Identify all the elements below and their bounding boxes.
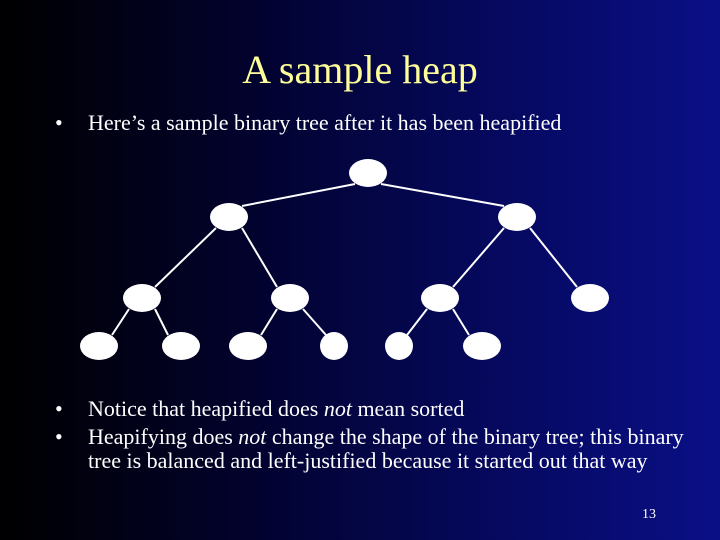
- page-number: 13: [642, 507, 656, 522]
- node-label: 14: [169, 336, 193, 358]
- tree-edge: [241, 183, 356, 207]
- bullet-item: Here’s a sample binary tree after it has…: [55, 110, 561, 135]
- node-outline: [123, 284, 161, 312]
- node-label: 22: [278, 288, 302, 310]
- node-outline: [385, 332, 413, 360]
- tree-edge: [380, 183, 505, 207]
- tree-node: 17: [498, 203, 536, 231]
- tree-edge: [260, 308, 278, 336]
- tree-node: 19: [123, 284, 161, 312]
- node-label: 19: [130, 288, 154, 310]
- node-outline: [229, 332, 267, 360]
- bottom-bullet-list: Notice that heapified does not mean sort…: [55, 396, 720, 478]
- tree-node: 21: [229, 332, 267, 360]
- tree-node: 15: [571, 284, 609, 312]
- tree-node: 18: [80, 332, 118, 360]
- tree-edge: [302, 308, 327, 336]
- node-label: 9: [393, 336, 405, 358]
- tree-node: 25: [349, 159, 387, 187]
- node-label: 3: [328, 336, 340, 358]
- tree-edge: [452, 308, 470, 336]
- tree-edge: [406, 308, 428, 336]
- node-label: 15: [578, 288, 602, 310]
- tree-node: 14: [421, 284, 459, 312]
- node-outline: [571, 284, 609, 312]
- tree-edge: [154, 227, 217, 288]
- node-outline: [162, 332, 200, 360]
- tree-node: 11: [463, 332, 501, 360]
- tree-node: 3: [320, 332, 348, 360]
- node-outline: [463, 332, 501, 360]
- node-outline: [421, 284, 459, 312]
- emphasis-text: not: [323, 396, 352, 421]
- node-outline: [320, 332, 348, 360]
- bullet-item: Heapifying does not change the shape of …: [55, 425, 720, 473]
- node-label: 22: [217, 207, 241, 229]
- emphasis-text: not: [238, 424, 267, 450]
- tree-node: 14: [162, 332, 200, 360]
- tree-edge: [241, 227, 278, 288]
- bullet-text: Heapifying does: [88, 424, 239, 450]
- node-label: 11: [470, 336, 494, 358]
- tree-edge: [452, 227, 505, 288]
- tree-edge: [154, 308, 169, 336]
- bullet-text: Notice that heapified does: [88, 396, 324, 421]
- node-label: 21: [236, 336, 260, 358]
- node-label: 18: [87, 336, 111, 358]
- tree-node: 22: [210, 203, 248, 231]
- bullet-text: change the shape of the binary tree; thi…: [88, 424, 684, 474]
- node-label: 14: [428, 288, 452, 310]
- node-outline: [271, 284, 309, 312]
- slide-title: A sample heap: [242, 47, 478, 92]
- bullet-text: mean sorted: [351, 396, 465, 421]
- tree-edge: [111, 308, 130, 336]
- tree-node: 9: [385, 332, 413, 360]
- node-label: 25: [356, 163, 380, 185]
- node-label: 17: [505, 207, 529, 229]
- node-outline: [349, 159, 387, 187]
- tree-node: 22: [271, 284, 309, 312]
- node-outline: [210, 203, 248, 231]
- top-bullet-list: Here’s a sample binary tree after it has…: [55, 110, 561, 135]
- bullet-item: Notice that heapified does not mean sort…: [55, 396, 720, 421]
- tree-edge: [529, 227, 578, 288]
- node-outline: [80, 332, 118, 360]
- node-outline: [498, 203, 536, 231]
